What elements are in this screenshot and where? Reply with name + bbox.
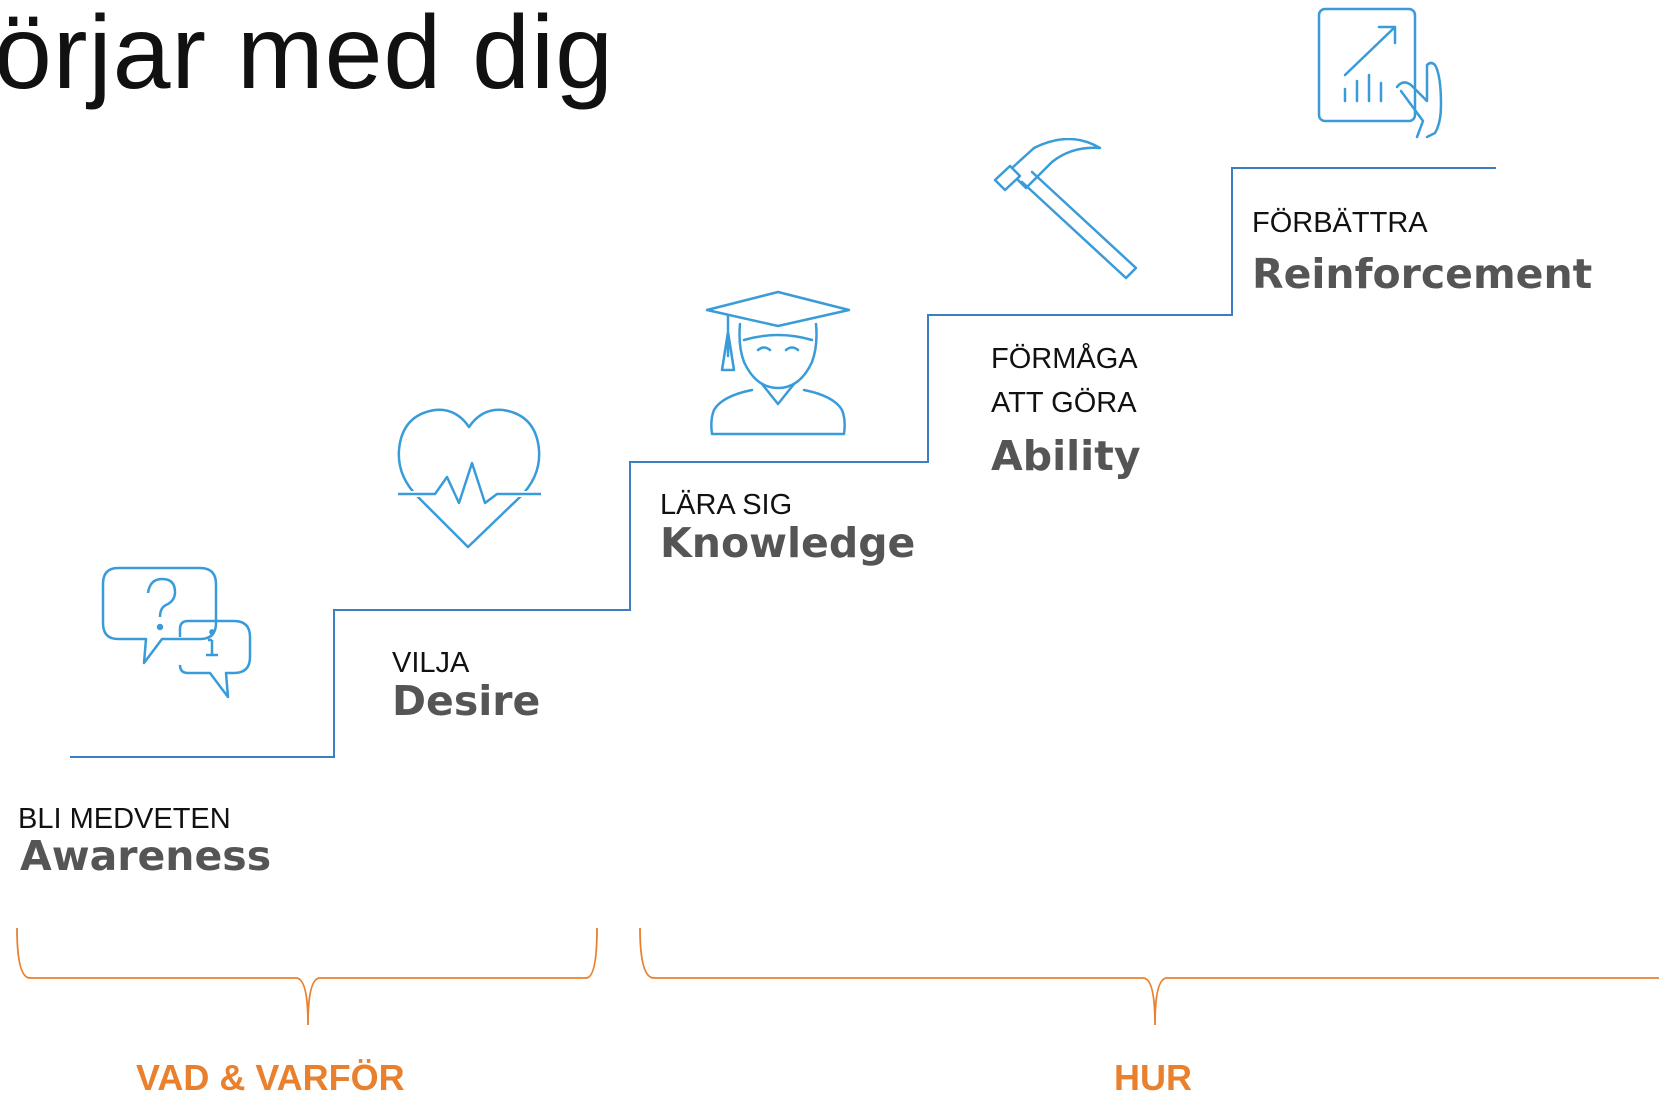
step-desire-sv: VILJA <box>392 647 470 679</box>
chat-question-info-icon <box>101 566 252 699</box>
brace-what-why <box>16 927 598 1026</box>
step-desire-en: Desire <box>392 677 541 725</box>
step-ability-sv-line1: FÖRMÅGA <box>991 343 1138 375</box>
step-ability-sv-line2: ATT GÖRA <box>991 387 1137 419</box>
tablet-chart-icon <box>1317 7 1443 139</box>
heart-pulse-icon <box>395 408 545 549</box>
graduate-icon <box>705 290 851 436</box>
step-awareness-sv: BLI MEDVETEN <box>18 803 231 835</box>
step-knowledge-sv: LÄRA SIG <box>660 489 793 521</box>
group-what-why-label: VAD & VARFÖR <box>136 1057 405 1098</box>
step-reinforcement-sv: FÖRBÄTTRA <box>1252 207 1428 239</box>
step-reinforcement-en: Reinforcement <box>1252 250 1593 298</box>
step-ability-en: Ability <box>991 432 1141 480</box>
page-title: örjar med dig <box>0 0 614 111</box>
step-awareness-en: Awareness <box>20 832 272 880</box>
group-how-label: HUR <box>1114 1057 1192 1098</box>
step-knowledge-en: Knowledge <box>660 519 916 567</box>
hammer-icon <box>993 138 1138 280</box>
brace-how <box>639 927 1659 1026</box>
